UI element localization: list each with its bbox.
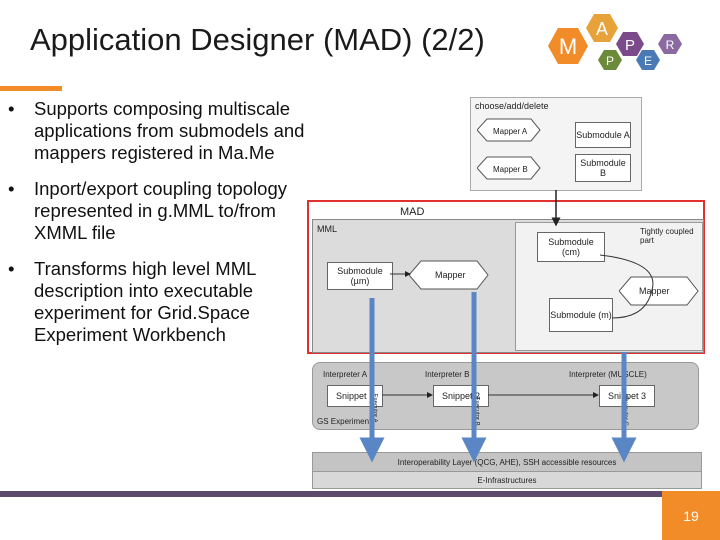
bullet-marker: •: [8, 178, 15, 199]
bullet-marker: •: [8, 258, 15, 279]
page-number: 19: [662, 491, 720, 540]
palette-mapper-a-label: Mapper A: [493, 127, 528, 136]
mml-mapper-left-label: Mapper: [435, 270, 466, 280]
palette-submodule-a[interactable]: Submodule A: [575, 122, 631, 148]
logo-hex-e: E: [636, 50, 660, 70]
submodule-cm[interactable]: Submodule (cm): [537, 232, 605, 262]
submodule-um[interactable]: Submodule (µm): [327, 262, 393, 290]
svg-text:M: M: [559, 34, 577, 59]
bullet-marker: •: [8, 98, 15, 119]
palette-submodule-b[interactable]: Submodule B: [575, 154, 631, 182]
mml-label: MML: [317, 224, 337, 234]
bullet-list: • Supports composing multiscale applicat…: [8, 98, 348, 360]
mml-mapper-left[interactable]: [409, 260, 489, 290]
bullet-item: • Inport/export coupling topology repres…: [8, 178, 324, 244]
footer-bar: [0, 491, 662, 497]
submodule-m[interactable]: Submodule (m): [549, 298, 613, 332]
logo-hex-p1: P: [616, 32, 644, 56]
palette-mapper-a[interactable]: [477, 118, 541, 142]
logo-hex-r: R: [658, 34, 682, 54]
e-infrastructures-layer: E-Infrastructures: [312, 471, 702, 489]
palette-mapper-b-label: Mapper B: [493, 165, 528, 174]
component-palette: choose/add/delete Mapper A Mapper B Subm…: [470, 97, 642, 191]
gs-experiment-label: GS Experiment: [317, 417, 372, 426]
bullet-text: Inport/export coupling topology represen…: [34, 178, 288, 243]
title-accent-bar: [0, 86, 62, 91]
mml-mapper-right-label: Mapper: [639, 286, 670, 296]
tightly-coupled-label: Tightly coupled part: [640, 227, 694, 245]
mml-mapper-right[interactable]: [619, 276, 699, 306]
bullet-text: Supports composing multiscale applicatio…: [34, 98, 305, 163]
interpreter-b-label: Interpreter B: [425, 370, 470, 379]
svg-text:P: P: [625, 37, 635, 54]
svg-text:P: P: [606, 54, 614, 68]
gs-experiment-panel: Interpreter A Interpreter B Interpreter …: [312, 362, 699, 430]
snippet-3[interactable]: Snippet 3: [599, 385, 655, 407]
logo-hex-a: A: [586, 14, 618, 42]
coupling-curve: [599, 254, 654, 319]
mml-panel: MML Tightly coupled part Submodule (cm) …: [312, 219, 704, 353]
slide-title: Application Designer (MAD) (2/2): [30, 22, 485, 57]
bullet-text: Transforms high level MML description in…: [34, 258, 256, 345]
mad-label: MAD: [400, 206, 425, 218]
svg-text:A: A: [596, 19, 608, 39]
mad-highlight-frame: [307, 200, 705, 354]
mapper-logo: M A P P E R: [548, 14, 682, 70]
interpreter-muscle-label: Interpreter (MUSCLE): [569, 370, 647, 379]
svg-text:R: R: [666, 38, 675, 52]
bullet-item: • Supports composing multiscale applicat…: [8, 98, 354, 164]
logo-hex-m: M: [548, 28, 588, 64]
e-infrastructures-label: E-Infrastructures: [477, 475, 537, 485]
snippet-1[interactable]: Snippet 1: [327, 385, 383, 407]
bullet-item: • Transforms high level MML description …: [8, 258, 304, 346]
palette-title: choose/add/delete: [475, 101, 549, 111]
interop-layer-label: Interoperability Layer (QCG, AHE), SSH a…: [397, 457, 617, 467]
svg-text:E: E: [644, 54, 652, 68]
logo-hex-p2: P: [598, 50, 622, 70]
interpreter-a-label: Interpreter A: [323, 370, 368, 379]
palette-mapper-b[interactable]: [477, 156, 541, 180]
